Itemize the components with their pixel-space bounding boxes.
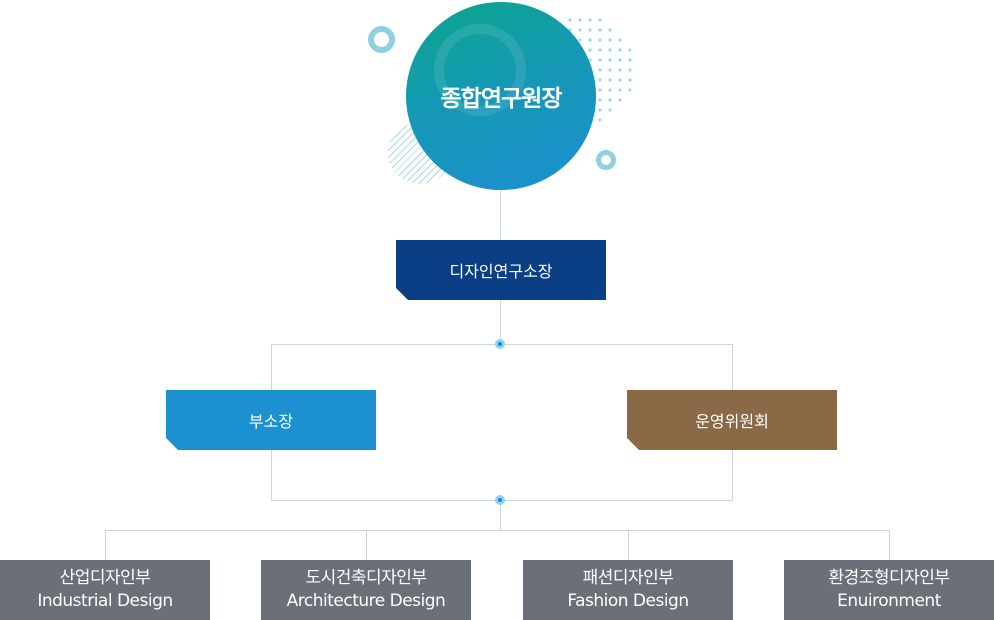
department-environment: 환경조형디자인부 Enuironment	[784, 560, 994, 620]
department-architecture: 도시건축디자인부 Architecture Design	[261, 560, 471, 620]
department-name: 패션디자인부	[582, 568, 674, 588]
connector-right-top	[732, 344, 733, 390]
connector-right-bottom	[732, 450, 733, 500]
root-label: 종합연구원장	[440, 86, 563, 112]
department-english: Enuironment	[837, 591, 941, 611]
department-english: Industrial Design	[37, 591, 173, 611]
connector-root-director	[500, 190, 501, 240]
committee-node: 운영위원회	[627, 390, 837, 450]
decor-ring-large	[368, 26, 395, 53]
vice-director-node: 부소장	[166, 390, 376, 450]
decor-ring-small	[596, 150, 616, 170]
connector-hub-departments	[500, 500, 501, 530]
vice-director-label: 부소장	[248, 412, 294, 431]
emblem-watermark	[434, 24, 526, 116]
department-english: Architecture Design	[286, 591, 446, 611]
hub-dot-top	[495, 339, 505, 349]
committee-label: 운영위원회	[695, 412, 769, 431]
department-industrial: 산업디자인부 Industrial Design	[0, 560, 210, 620]
department-fashion: 패션디자인부 Fashion Design	[523, 560, 733, 620]
connector-left-bottom	[271, 450, 272, 500]
connector-dept-3	[628, 530, 629, 560]
root-node: 종합연구원장	[406, 2, 596, 190]
connector-director-hub	[500, 300, 501, 344]
connector-departments	[105, 530, 890, 531]
connector-dept-1	[105, 530, 106, 560]
department-english: Fashion Design	[567, 591, 689, 611]
department-name: 도시건축디자인부	[305, 568, 427, 588]
director-node: 디자인연구소장	[396, 240, 606, 300]
department-name: 환경조형디자인부	[828, 568, 950, 588]
hub-dot-bottom	[495, 495, 505, 505]
department-name: 산업디자인부	[59, 568, 151, 588]
connector-left-top	[271, 344, 272, 390]
director-label: 디자인연구소장	[449, 262, 553, 281]
connector-dept-2	[366, 530, 367, 560]
connector-dept-4	[889, 530, 890, 560]
